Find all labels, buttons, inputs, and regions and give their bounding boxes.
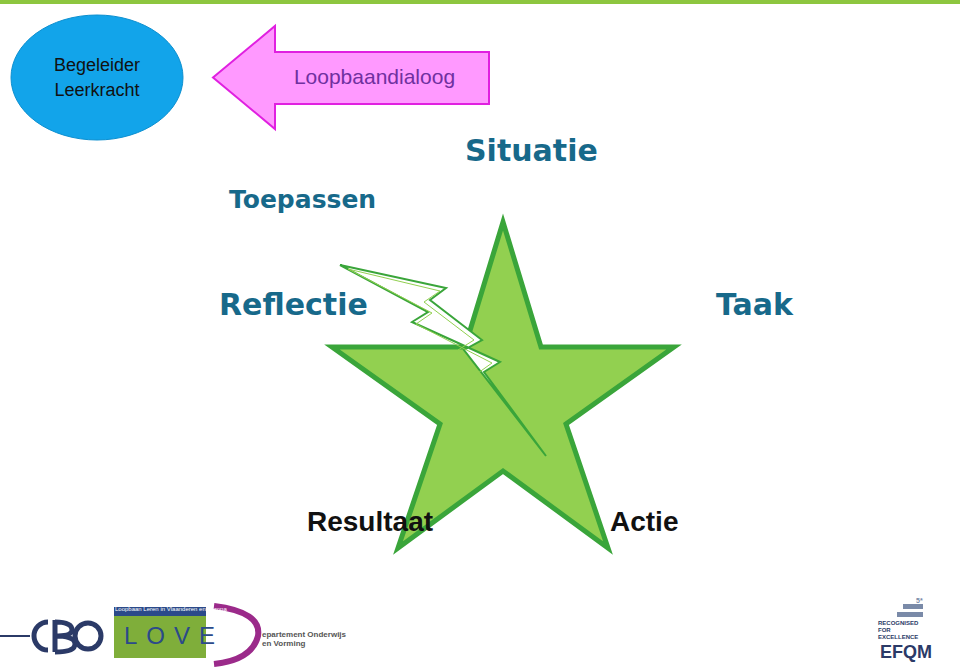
star	[332, 222, 674, 548]
dialogue-arrow: Loopbaandialoog	[212, 25, 490, 130]
logo-text: EFQM	[880, 642, 932, 663]
arrow-label: Loopbaandialoog	[294, 63, 455, 91]
logo-text: LOVE	[124, 622, 224, 650]
star-label: Situatie	[465, 134, 598, 169]
star-label: Taak	[716, 288, 793, 323]
role-ellipse: Begeleider Leerkracht	[10, 14, 184, 141]
logo-text: Loopbaan Leren in Vlaanderen en Europa	[115, 606, 227, 613]
role-name: Begeleider Leerkracht	[37, 53, 157, 102]
cbo-logo	[34, 620, 101, 652]
lightning-bolt	[340, 265, 546, 456]
star-label: Toepassen	[229, 186, 376, 215]
star-label: Resultaat	[307, 506, 433, 538]
logo-text: epartement Onderwijs en Vorming	[262, 630, 352, 648]
efqm-logo	[897, 604, 923, 617]
ellipse-outline	[10, 14, 184, 141]
logo-text: 5*	[916, 597, 923, 605]
top-bar	[0, 0, 960, 4]
logo-text: RECOGNISED FOR EXCELLENCE	[878, 620, 930, 641]
arrow-shape	[213, 26, 489, 129]
star-label: Reflectie	[219, 288, 368, 323]
lightning-inner	[348, 269, 530, 440]
star-label: Actie	[610, 506, 678, 538]
logo-line	[0, 635, 30, 637]
ellipse-shape	[11, 15, 183, 140]
